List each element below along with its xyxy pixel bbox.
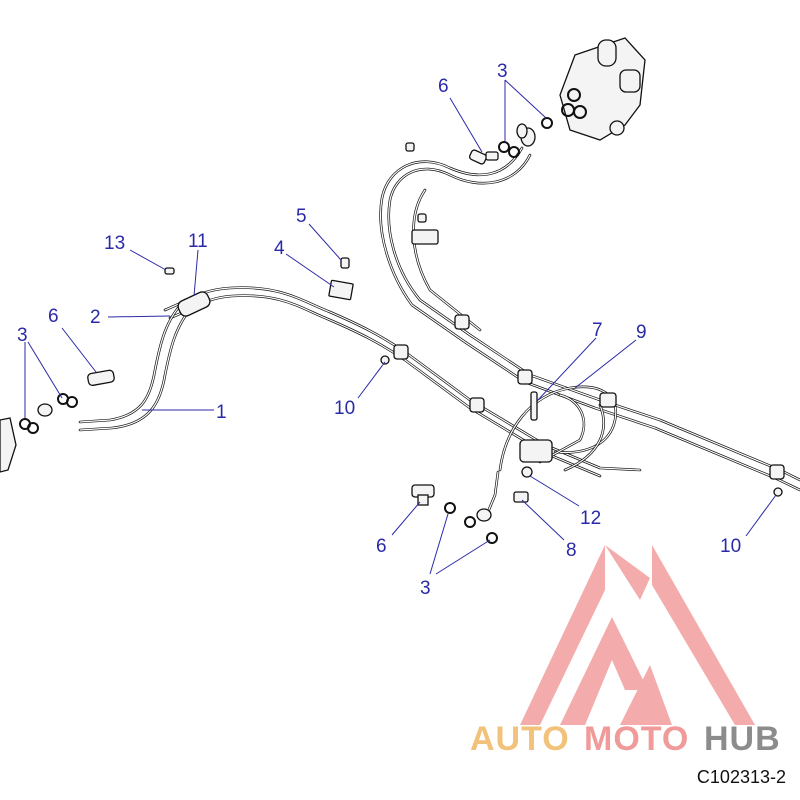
callout-6-bottom: 6: [376, 536, 387, 557]
callout-10-left: 10: [334, 398, 355, 419]
caliper-top-right: [559, 37, 646, 141]
callout-3-left: 3: [17, 325, 28, 346]
callout-1: 1: [216, 402, 227, 423]
callout-5: 5: [296, 206, 307, 227]
fittings-and-washers: [19, 117, 785, 544]
callout-7: 7: [592, 320, 603, 341]
caliper-left-edge: [0, 417, 17, 473]
callout-4: 4: [274, 238, 285, 259]
hose-lines: [78, 146, 800, 514]
watermark-text-moto: MOTO: [584, 720, 689, 758]
watermark-text-hub: HUB: [704, 720, 781, 758]
callout-3-top: 3: [497, 61, 508, 82]
callout-2: 2: [90, 307, 101, 328]
leader-lines: [24, 79, 777, 575]
watermark-logo: [520, 545, 755, 725]
callout-labels: 13 11 5 4 2 6 3 1 10 6 3 7 9 12 6 8 3 10: [17, 61, 741, 599]
callout-13: 13: [104, 233, 125, 254]
diagram-part-number: C102313-2: [696, 767, 786, 787]
callout-6-left: 6: [48, 306, 59, 327]
callout-6-top: 6: [438, 76, 449, 97]
callout-12: 12: [580, 508, 601, 529]
callout-3-bottom: 3: [420, 578, 431, 599]
watermark-triangle: [520, 545, 755, 725]
callout-8: 8: [566, 540, 577, 561]
watermark-text-auto: AUTO: [470, 720, 570, 758]
callout-11: 11: [188, 231, 208, 252]
callout-9: 9: [636, 322, 647, 343]
callout-10-right: 10: [720, 536, 741, 557]
